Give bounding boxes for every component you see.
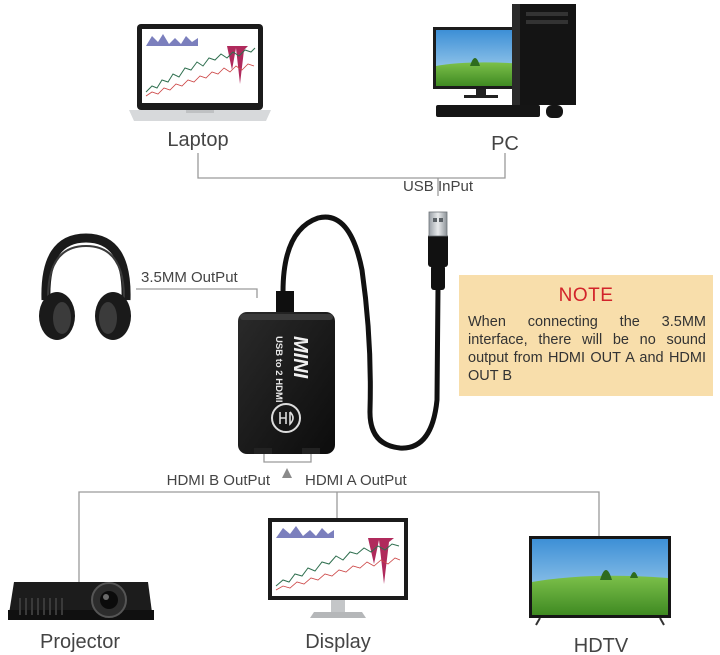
down-arrow-icon — [282, 468, 292, 478]
note-title: NOTE — [558, 285, 614, 306]
adapter-brand-logo: MINI — [289, 336, 311, 379]
projector-label: Projector — [40, 631, 120, 653]
adapter-model-text: USB to 2 HDMI — [273, 336, 284, 403]
display-icon — [268, 518, 408, 618]
laptop-icon — [129, 24, 271, 121]
adapter-box — [238, 291, 335, 454]
headphones-icon — [39, 233, 131, 340]
projector-icon — [8, 582, 154, 620]
laptop-label: Laptop — [167, 129, 228, 151]
usb-cable — [280, 214, 441, 451]
usb-input-label: USB InPut — [403, 178, 474, 195]
audio-line — [136, 288, 258, 298]
pc-label: PC — [491, 133, 519, 155]
hdmi-a-output-label: HDMI A OutPut — [305, 472, 408, 489]
top-bracket-line — [197, 153, 506, 179]
bottom-bracket-line — [78, 491, 600, 582]
audio-output-label: 3.5MM OutPut — [141, 269, 239, 286]
usb-plug-icon — [428, 211, 448, 290]
note-box: NOTE When connecting the 3.5MM interface… — [459, 275, 713, 396]
display-label: Display — [305, 631, 371, 653]
hdtv-icon — [529, 536, 671, 626]
hdtv-label: HDTV — [574, 635, 629, 655]
connector-lines — [78, 153, 600, 582]
pc-icon — [433, 4, 576, 118]
note-body: When connecting the 3.5MM interface, the… — [468, 314, 706, 384]
hdmi-port-bracket-line — [263, 452, 312, 463]
hdmi-b-output-label: HDMI B OutPut — [167, 472, 271, 489]
